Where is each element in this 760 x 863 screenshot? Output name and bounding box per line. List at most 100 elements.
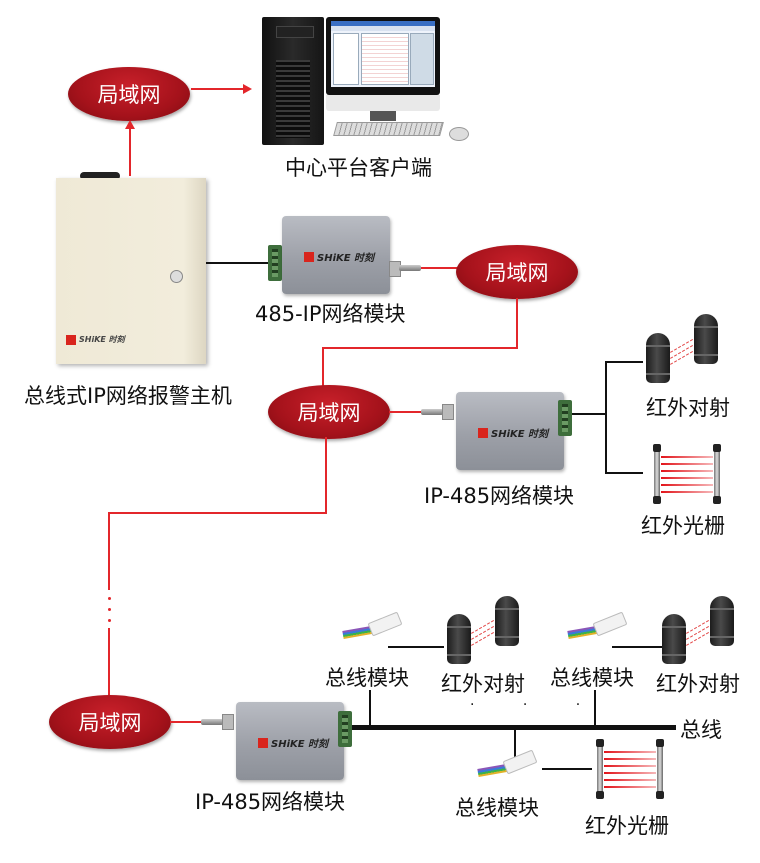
ir-ray <box>604 751 656 753</box>
vertical-ellipsis-dot <box>108 619 111 622</box>
keyboard-icon <box>333 122 444 136</box>
terminal-block-icon <box>268 245 282 281</box>
module-ip-485-b-label: IP-485网络模块 <box>195 790 346 814</box>
link-ip485a-branch <box>605 361 607 473</box>
ir-grating-b-label: 红外光栅 <box>585 814 669 838</box>
lan-ellipse-3: 局域网 <box>268 385 390 439</box>
ir-receiver-icon <box>495 596 519 646</box>
link-lan4-up-upper <box>108 512 110 590</box>
monitor-stand <box>370 111 396 121</box>
grating-post-icon <box>713 444 721 504</box>
ir-receiver-icon <box>710 596 734 646</box>
grating-post-icon <box>653 444 661 504</box>
bus-line <box>352 725 676 730</box>
link-lan4-up-lower <box>108 628 110 700</box>
link-host-to-485ip <box>206 262 268 264</box>
horizontal-ellipsis: · · · <box>470 697 603 713</box>
ir-ray <box>604 772 656 774</box>
alarm-host-label: 总线式IP网络报警主机 <box>24 384 232 408</box>
link-lan3-up <box>322 347 324 387</box>
link-lan2-across <box>322 347 518 349</box>
link-lan1-to-client <box>191 88 243 90</box>
ir-beam-line <box>670 351 694 365</box>
network-module-icon: SHiKE 时刻 <box>456 392 564 470</box>
bus-label: 总线 <box>680 718 722 742</box>
software-screen-icon <box>331 21 435 87</box>
ir-ray <box>661 491 713 493</box>
ir-beam-line <box>471 632 495 646</box>
lock-icon <box>170 270 183 283</box>
brand-mark-icon <box>258 737 268 748</box>
rj-plug <box>367 611 403 637</box>
module-485-ip-label: 485-IP网络模块 <box>255 302 406 326</box>
ir-emitter-icon <box>447 614 471 664</box>
arrow-up-icon <box>125 120 135 129</box>
drive-bay-icon <box>276 26 314 38</box>
ir-emitter-icon <box>646 333 670 383</box>
ir-ray <box>604 758 656 760</box>
center-client-label: 中心平台客户端 <box>285 156 432 180</box>
link-busmod3-to-grating-b <box>542 768 592 770</box>
bus-module-1-label: 总线模块 <box>325 666 409 690</box>
grating-post-icon <box>656 739 664 799</box>
ir-ray <box>661 456 713 458</box>
bus-module-2-icon <box>567 611 628 643</box>
grating-post-icon <box>596 739 604 799</box>
host-handle <box>80 172 120 180</box>
brand-mark-icon <box>478 427 488 438</box>
brand-mark-icon <box>304 251 314 262</box>
lan-ellipse-2: 局域网 <box>456 245 578 299</box>
ethernet-jack-icon <box>442 404 454 420</box>
terminal-block-icon <box>338 711 352 747</box>
link-busmod2-to-beam-c <box>612 646 662 648</box>
link-lan3-to-ip485a <box>389 411 427 413</box>
bus-module-3-icon <box>477 749 538 781</box>
device-tree-panel <box>333 33 359 85</box>
link-to-ir-beam-a <box>605 361 643 363</box>
link-busmod1-to-beam-b <box>388 646 444 648</box>
alarm-list-panel <box>361 33 409 85</box>
toolbar <box>331 26 435 31</box>
map-panel <box>410 33 434 85</box>
bus-module-3-label: 总线模块 <box>455 796 539 820</box>
ir-ray <box>661 484 713 486</box>
terminal-block-icon <box>558 400 572 436</box>
ir-beam-a-label: 红外对射 <box>646 396 730 420</box>
monitor-chin <box>326 95 440 111</box>
antenna-icon <box>399 265 421 271</box>
link-bus-to-busmod2 <box>594 690 596 726</box>
module-brand-logo: SHiKE 时刻 <box>304 249 374 264</box>
ir-ray <box>604 765 656 767</box>
ir-ray <box>604 786 656 788</box>
antenna-icon <box>421 409 443 415</box>
lan-ellipse-4: 局域网 <box>49 695 171 749</box>
ir-beam-line <box>686 632 710 646</box>
network-module-icon: SHiKE 时刻 <box>282 216 390 294</box>
link-bus-to-busmod1 <box>369 690 371 726</box>
ir-ray <box>604 779 656 781</box>
rj-plug <box>502 749 538 775</box>
ir-ray <box>661 463 713 465</box>
ir-receiver-icon <box>694 314 718 364</box>
link-lan3-across <box>108 512 327 514</box>
mouse-icon <box>449 127 469 141</box>
ir-grating-a-label: 红外光栅 <box>641 514 725 538</box>
bus-module-1-icon <box>342 611 403 643</box>
tower-grille-icon <box>276 60 310 138</box>
vertical-ellipsis-dot <box>108 597 111 600</box>
vertical-ellipsis-dot <box>108 608 111 611</box>
ir-beam-b-label: 红外对射 <box>441 672 525 696</box>
link-lan3-down <box>325 437 327 513</box>
title-bar <box>331 21 435 26</box>
antenna-icon <box>201 719 223 725</box>
host-brand-logo: SHiKE 时刻 <box>66 334 125 345</box>
brand-mark-icon <box>66 334 76 345</box>
module-ip-485-a-label: IP-485网络模块 <box>424 484 575 508</box>
link-bus-to-busmod3 <box>514 729 516 769</box>
arrow-right-icon <box>243 84 252 94</box>
ir-emitter-icon <box>662 614 686 664</box>
ir-beam-c-label: 红外对射 <box>656 672 740 696</box>
module-brand-logo: SHiKE 时刻 <box>478 425 548 440</box>
link-host-to-lan1 <box>129 128 131 176</box>
network-module-icon: SHiKE 时刻 <box>236 702 344 780</box>
